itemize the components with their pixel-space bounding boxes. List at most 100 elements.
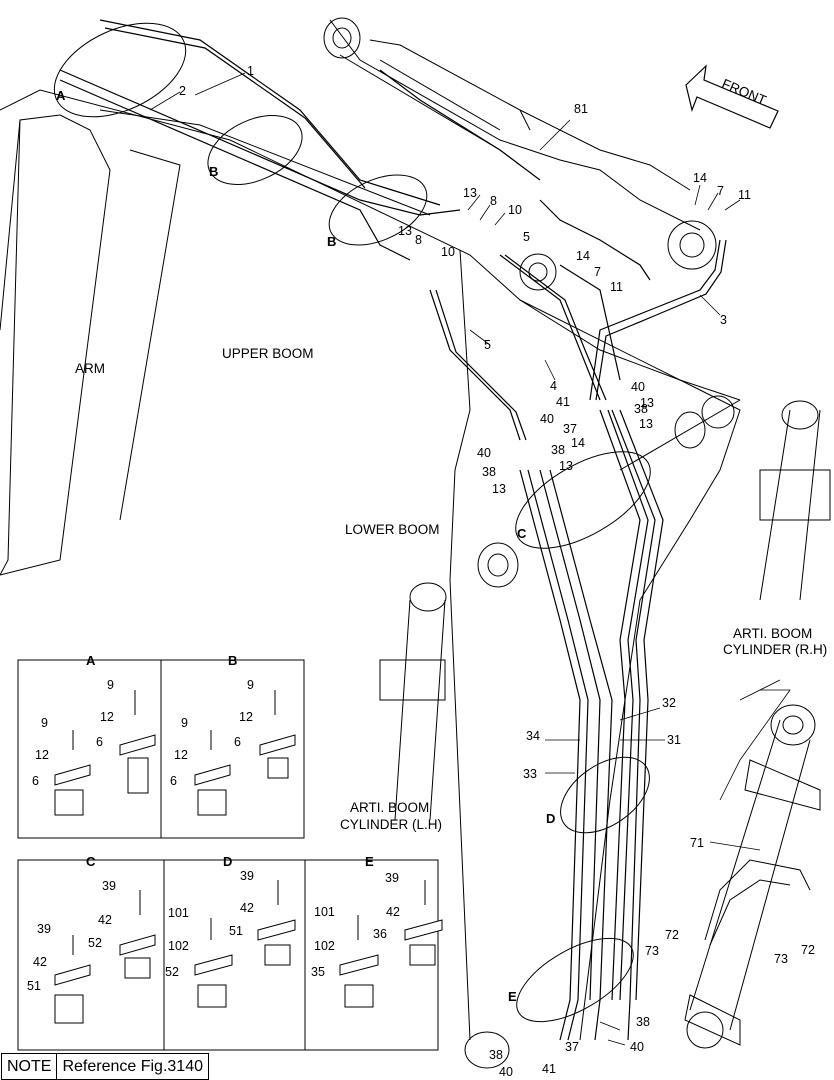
note-label: NOTE (7, 1057, 52, 1075)
panel-c-part: 42 (33, 955, 47, 969)
part-callout: 40 (631, 380, 645, 394)
part-callout: 13 (559, 459, 573, 473)
region-label-arti-lh-line2: CYLINDER (L.H) (340, 817, 442, 832)
region-label-arm: ARM (75, 361, 105, 376)
region-label-lower-boom: LOWER BOOM (345, 522, 440, 537)
part-callout: 38 (489, 1048, 503, 1062)
part-callout: 8 (490, 194, 497, 208)
panel-e-part: 101 (314, 905, 335, 919)
note-text: Reference Fig.3140 (56, 1054, 208, 1079)
part-callout: 11 (610, 280, 623, 294)
detail-ref-e: E (508, 989, 517, 1004)
front-arrow: FRONT (685, 64, 779, 129)
panel-title-b: B (228, 653, 237, 668)
panel-e-part: 35 (311, 965, 325, 979)
panel-b-part: 6 (234, 735, 241, 749)
note-box: NOTE Reference Fig.3140 (1, 1053, 209, 1080)
part-callout: 7 (594, 265, 601, 279)
part-callout: 71 (690, 836, 704, 850)
panel-e-part: 42 (386, 905, 400, 919)
part-callout: 13 (463, 186, 477, 200)
panel-d-part: 101 (168, 906, 189, 920)
panel-d-part: 39 (240, 869, 254, 883)
part-callout: 8 (415, 233, 422, 247)
region-label-arti-rh-line2: CYLINDER (R.H) (723, 642, 827, 657)
part-callout: 40 (630, 1040, 644, 1054)
part-callout: 2 (179, 84, 186, 98)
detail-ref-d: D (546, 811, 555, 826)
panel-a-part: 12 (100, 710, 114, 724)
panel-title-e: E (365, 854, 374, 869)
part-callout: 41 (556, 395, 570, 409)
part-callout: 13 (398, 224, 412, 238)
part-callout: 81 (574, 102, 588, 116)
panel-d-part: 52 (165, 965, 179, 979)
panel-d-part: 51 (229, 924, 243, 938)
part-callout: 73 (774, 952, 788, 966)
detail-ref-b: B (327, 234, 336, 249)
part-callout: 73 (645, 944, 659, 958)
part-callout: 1 (247, 64, 254, 78)
part-callout: 4 (550, 379, 557, 393)
detail-ref-a: A (56, 88, 66, 103)
panel-a-part: 9 (107, 678, 114, 692)
panel-c-part: 51 (27, 979, 41, 993)
panel-c-part: 52 (88, 936, 102, 950)
part-callout: 40 (540, 412, 554, 426)
part-callout: 40 (477, 446, 491, 460)
panel-b-part: 9 (181, 716, 188, 730)
panel-d-part: 42 (240, 901, 254, 915)
panel-a-part: 6 (32, 774, 39, 788)
panel-a-part: 9 (41, 716, 48, 730)
part-callout: 38 (551, 443, 565, 457)
part-callout: 31 (667, 733, 681, 747)
part-callout: 72 (801, 943, 815, 957)
panel-c-part: 39 (102, 879, 116, 893)
part-callout: 38 (482, 465, 496, 479)
panel-b-part: 6 (170, 774, 177, 788)
part-callout: 13 (640, 396, 654, 410)
part-callout: 10 (508, 203, 522, 217)
panel-title-a: A (86, 653, 96, 668)
panel-e-part: 39 (385, 871, 399, 885)
part-callout: 14 (571, 436, 585, 450)
region-label-arti-rh-line1: ARTI. BOOM (733, 626, 812, 641)
part-callout: 11 (738, 188, 751, 202)
part-callout: 34 (526, 729, 540, 743)
part-callout: 13 (492, 482, 506, 496)
panel-b-part: 12 (239, 710, 253, 724)
region-label-upper-boom: UPPER BOOM (222, 346, 314, 361)
part-callout: 14 (576, 249, 590, 263)
part-callout: 33 (523, 767, 537, 781)
part-callout: 5 (523, 230, 530, 244)
detail-ref-b: B (209, 164, 218, 179)
panel-e-part: 102 (314, 939, 335, 953)
part-callout: 40 (499, 1065, 513, 1079)
panel-c-part: 42 (98, 913, 112, 927)
panel-e-part: 36 (373, 927, 387, 941)
panel-b-part: 12 (174, 748, 188, 762)
panel-c-part: 39 (37, 922, 51, 936)
part-callout: 38 (636, 1015, 650, 1029)
panel-title-c: C (86, 854, 96, 869)
part-callout: 5 (484, 338, 491, 352)
panel-a-part: 12 (35, 748, 49, 762)
panel-title-d: D (223, 854, 232, 869)
panel-b-part: 9 (247, 678, 254, 692)
part-callout: 3 (720, 313, 727, 327)
detail-ref-c: C (517, 526, 527, 541)
part-callout: 41 (542, 1062, 556, 1076)
part-callout: 37 (563, 422, 577, 436)
part-callout: 7 (717, 184, 724, 198)
part-callout: 13 (639, 417, 653, 431)
part-callout: 10 (441, 245, 455, 259)
panel-d-part: 102 (168, 939, 189, 953)
part-callout: 37 (565, 1040, 579, 1054)
part-callout: 72 (665, 928, 679, 942)
region-label-arti-lh-line1: ARTI. BOOM (350, 800, 429, 815)
panel-a-part: 6 (96, 735, 103, 749)
part-callout: 14 (693, 171, 707, 185)
part-callout: 32 (662, 696, 676, 710)
part-callout: 38 (634, 402, 648, 416)
